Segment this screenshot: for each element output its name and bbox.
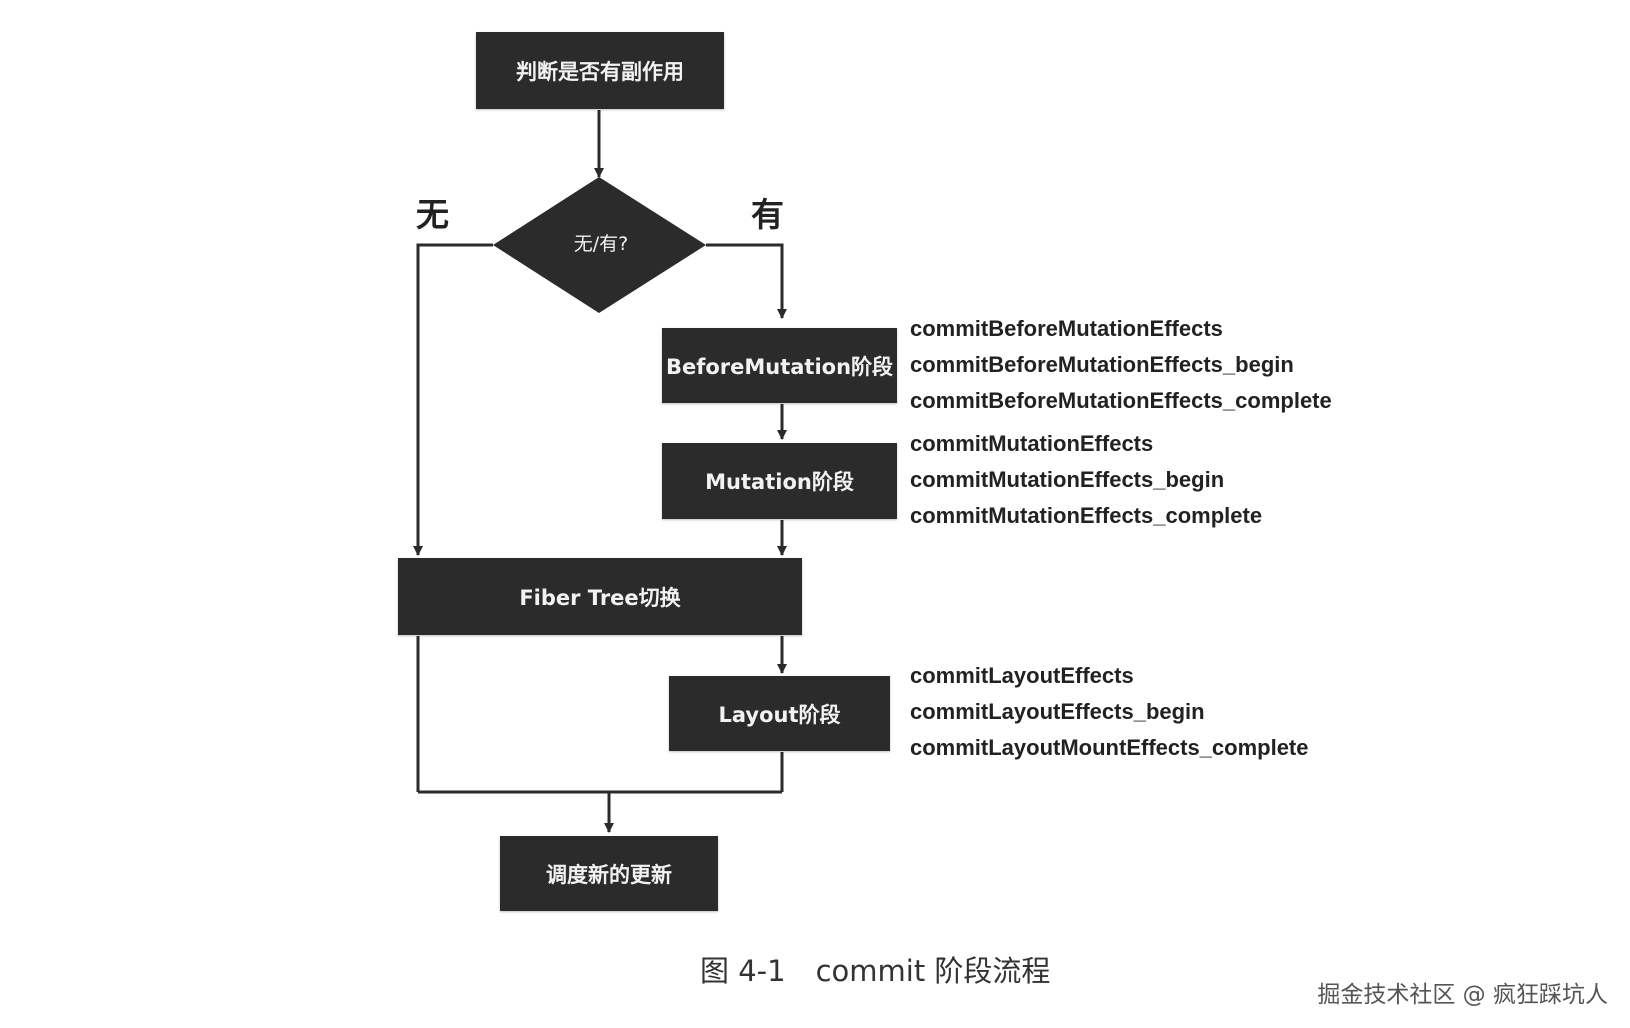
- node-layout: Layout阶段: [669, 676, 890, 751]
- function-name: commitBeforeMutationEffects: [910, 316, 1223, 341]
- function-name: commitMutationEffects_begin: [910, 467, 1225, 492]
- function-list-layout: commitLayoutEffects commitLayoutEffects_…: [910, 658, 1309, 766]
- function-list-before-mutation: commitBeforeMutationEffects commitBefore…: [910, 311, 1332, 419]
- arrow-no-branch: [413, 243, 493, 556]
- figure-number: 图 4-1: [700, 954, 786, 988]
- node-start: 判断是否有副作用: [476, 32, 724, 109]
- branch-label-yes: 有: [751, 195, 784, 234]
- function-name: commitLayoutEffects: [910, 663, 1134, 688]
- node-before-mutation: BeforeMutation阶段: [662, 328, 897, 403]
- decision-diamond: [493, 177, 706, 313]
- watermark: 掘金技术社区 @ 疯狂踩坑人: [1317, 982, 1608, 1008]
- function-name: commitMutationEffects: [910, 431, 1154, 456]
- function-list-mutation: commitMutationEffects commitMutationEffe…: [910, 426, 1262, 534]
- node-fiber-tree: Fiber Tree切换: [398, 558, 802, 635]
- function-name: commitMutationEffects_complete: [910, 503, 1263, 528]
- function-name: commitBeforeMutationEffects_complete: [910, 388, 1332, 413]
- function-name: commitLayoutMountEffects_complete: [910, 735, 1309, 760]
- function-name: commitBeforeMutationEffects_begin: [910, 352, 1294, 377]
- function-name: commitLayoutEffects_begin: [910, 699, 1205, 724]
- node-mutation: Mutation阶段: [662, 443, 897, 519]
- arrow-yes-branch: [706, 243, 787, 319]
- figure-title: commit 阶段流程: [815, 954, 1051, 988]
- figure-caption: 图 4-1 commit 阶段流程: [700, 948, 1050, 990]
- branch-label-no: 无: [416, 195, 449, 234]
- decision-label: 无/有?: [573, 233, 629, 255]
- node-end: 调度新的更新: [500, 836, 718, 911]
